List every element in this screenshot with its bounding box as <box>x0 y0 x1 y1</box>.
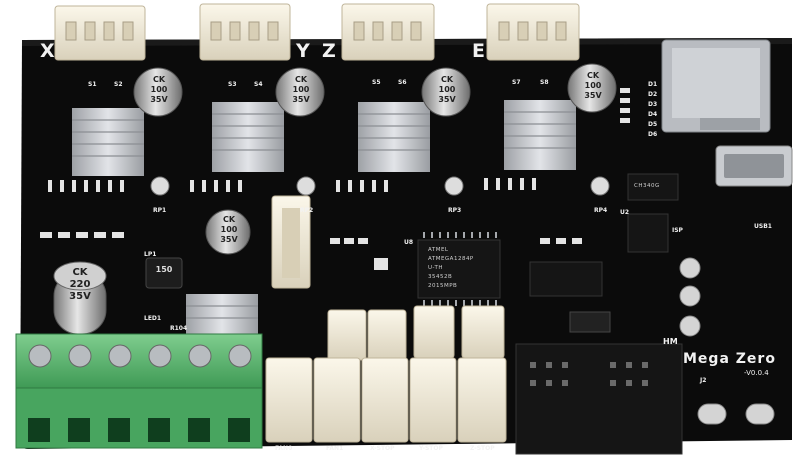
mcu-marking-1: ATMEL <box>428 247 449 253</box>
cap2-line3: 35V <box>292 95 310 104</box>
label-u2: U2 <box>620 209 630 216</box>
mcu-marking-4: 35452B <box>428 274 453 280</box>
mounting-pads <box>679 257 775 425</box>
label-led1: LED1 <box>144 315 162 322</box>
label-fan1: FAN1 <box>326 445 344 452</box>
bulk-cap-line1: CK <box>72 267 88 278</box>
label-s1: S1 <box>88 81 97 88</box>
cap5-line2: 100 <box>220 225 238 234</box>
label-rp4: RP4 <box>594 207 608 214</box>
axis-label-z: Z <box>322 40 337 62</box>
label-s2: S2 <box>114 81 123 88</box>
electrolytic-capacitors <box>53 63 617 335</box>
label-z-stop: Z-STOP <box>470 445 495 452</box>
label-r104: R104 <box>170 325 188 332</box>
cap1-line2: 100 <box>150 85 168 94</box>
mcu-marking-5: 2015MPB <box>428 283 458 289</box>
power-terminal-block[interactable] <box>15 333 263 449</box>
label-isp: ISP <box>672 227 683 234</box>
usb-serial-marking: CH340G <box>634 183 660 189</box>
cap5-line3: 35V <box>220 235 238 244</box>
label-d3: D3 <box>648 101 658 108</box>
label-usb1: USB1 <box>754 223 772 230</box>
cap4-line2: 100 <box>584 81 602 90</box>
label-s4: S4 <box>254 81 263 88</box>
label-s5: S5 <box>372 79 381 86</box>
cap2-line2: 100 <box>292 85 310 94</box>
inductor-marking: 150 <box>155 265 173 274</box>
label-rp1: RP1 <box>153 207 167 214</box>
label-s7: S7 <box>512 79 521 86</box>
label-j2: J2 <box>700 377 707 384</box>
label-y-stop: Y-STOP <box>419 445 443 452</box>
board-version: -V0.0.4 <box>744 369 769 377</box>
usb-port[interactable] <box>715 145 793 187</box>
bulk-cap-line2: 220 <box>69 279 91 290</box>
label-fan0: FAN0 <box>275 445 293 452</box>
bulk-cap-line3: 35V <box>69 291 91 302</box>
axis-label-x: X <box>40 40 56 62</box>
smd-components <box>40 88 630 333</box>
label-s6: S6 <box>398 79 407 86</box>
label-d2: D2 <box>648 91 658 98</box>
mcu-marking-2: ATMEGA1284P <box>428 256 474 262</box>
eeprom-chip <box>627 173 679 201</box>
brand-name: Mega Zero <box>683 351 776 367</box>
trimpots[interactable] <box>150 176 610 196</box>
cap1-line1: CK <box>152 75 166 84</box>
sd-card-slot[interactable] <box>661 39 771 133</box>
cap1-line3: 35V <box>150 95 168 104</box>
label-d1: D1 <box>648 81 658 88</box>
cap3-line1: CK <box>440 75 454 84</box>
stepper-heatsinks <box>72 100 576 336</box>
cap5-line1: CK <box>222 215 236 224</box>
mcu-ref: U8 <box>404 239 414 246</box>
axis-label-e: E <box>472 40 486 62</box>
label-hm: HM <box>663 337 678 346</box>
cap2-line1: CK <box>294 75 308 84</box>
label-s8: S8 <box>540 79 549 86</box>
label-rp3: RP3 <box>448 207 462 214</box>
endstop-connectors[interactable] <box>265 305 507 443</box>
cap3-line2: 100 <box>438 85 456 94</box>
label-s3: S3 <box>228 81 237 88</box>
label-rp2: RP2 <box>300 207 314 214</box>
pin-headers[interactable] <box>515 213 683 455</box>
cap4-line1: CK <box>586 71 600 80</box>
cap3-line3: 35V <box>438 95 456 104</box>
label-lp1: LP1 <box>144 251 157 258</box>
side-connector[interactable] <box>271 195 311 289</box>
mcu-marking-3: U-TH <box>428 265 444 271</box>
top-connectors <box>54 3 580 61</box>
mcu-chip <box>417 232 501 306</box>
usb-serial-chip <box>529 261 603 297</box>
cap4-line3: 35V <box>584 91 602 100</box>
label-d4: D4 <box>648 111 658 118</box>
label-x-stop: X-STOP <box>370 445 395 452</box>
label-d6: D6 <box>648 131 658 138</box>
axis-label-y: Y <box>296 40 311 62</box>
inductor <box>145 257 183 289</box>
label-d5: D5 <box>648 121 658 128</box>
